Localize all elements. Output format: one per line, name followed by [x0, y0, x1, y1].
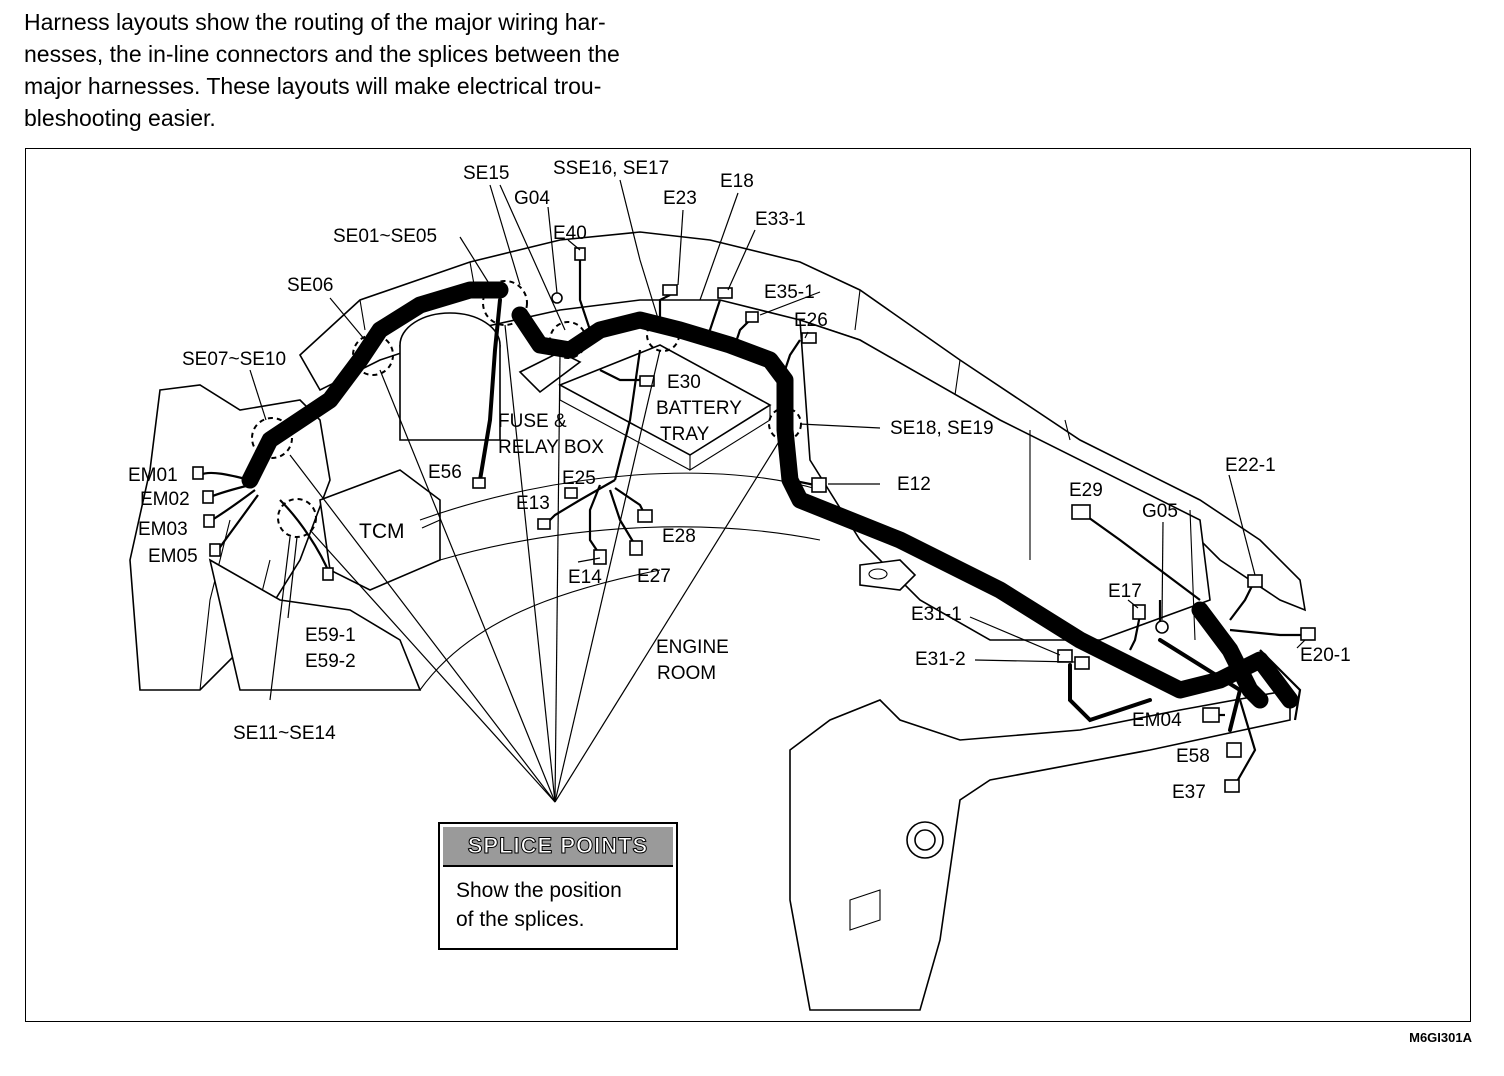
intro-paragraph: Harness layouts show the routing of the … — [24, 6, 724, 134]
connector-em01 — [192, 466, 204, 480]
label-e13: E13 — [516, 493, 550, 514]
intro-line-2: nesses, the in-line connectors and the s… — [24, 41, 620, 67]
connector-e59 — [322, 567, 334, 581]
label-se06: SE06 — [287, 275, 333, 296]
label-e29: E29 — [1069, 480, 1103, 501]
label-e18: E18 — [720, 171, 754, 192]
label-g04: G04 — [514, 188, 550, 209]
label-e17: E17 — [1108, 581, 1142, 602]
connector-e13 — [537, 518, 551, 530]
connector-e23 — [662, 284, 678, 296]
label-e23: E23 — [663, 188, 697, 209]
intro-line-4: bleshooting easier. — [24, 105, 216, 131]
connector-e58 — [1226, 742, 1242, 758]
callout-labels: SE15 SSE16, SE17 G04 E23 E18 SE01~SE05 E… — [128, 158, 1351, 803]
connector-e17 — [1132, 604, 1146, 620]
leader-lines — [249, 179, 1306, 803]
connector-e29 — [1071, 504, 1091, 520]
connector-em04 — [1202, 707, 1220, 723]
legend-line-1: Show the position — [456, 879, 622, 902]
label-em03: EM03 — [138, 519, 188, 540]
label-se11-se14: SE11~SE14 — [233, 723, 336, 744]
label-em04: EM04 — [1132, 710, 1182, 731]
splice-sse16-se17 — [646, 318, 680, 352]
connector-e20-1 — [1300, 627, 1316, 641]
legend-title: SPLICE POINTS — [443, 827, 673, 867]
label-se07-se10: SE07~SE10 — [182, 349, 286, 370]
splice-markers — [251, 280, 802, 538]
connector-e22-1 — [1247, 574, 1263, 588]
splice-se01-se05 — [482, 280, 528, 326]
connector-e56 — [472, 477, 486, 489]
legend-line-2: of the splices. — [456, 908, 585, 931]
label-e58: E58 — [1176, 746, 1210, 767]
label-e28: E28 — [662, 526, 696, 547]
intro-line-1: Harness layouts show the routing of the … — [24, 9, 606, 35]
splice-se06 — [352, 334, 394, 376]
connector-e40 — [574, 247, 586, 261]
connector-e27 — [629, 540, 643, 556]
connector-e25 — [564, 487, 578, 499]
label-fuse: FUSE & — [498, 411, 567, 432]
connector-em03 — [203, 514, 215, 528]
label-tcm: TCM — [359, 520, 405, 543]
connector-e14 — [593, 549, 607, 565]
label-se18-se19: SE18, SE19 — [890, 418, 994, 439]
label-e12: E12 — [897, 474, 931, 495]
splice-points-legend: SPLICE POINTS Show the position of the s… — [438, 822, 678, 950]
figure-code: M6GI301A — [1409, 1030, 1472, 1045]
connector-e31-2 — [1074, 656, 1090, 670]
main-harness — [241, 281, 1299, 732]
splice-g04-area — [549, 321, 587, 359]
label-e33-1: E33-1 — [755, 209, 806, 230]
label-e37: E37 — [1172, 782, 1206, 803]
label-e59-2: E59-2 — [305, 651, 356, 672]
connector-e30 — [639, 375, 655, 387]
label-e25: E25 — [562, 468, 596, 489]
label-e30: E30 — [667, 372, 701, 393]
label-e31-1: E31-1 — [911, 604, 962, 625]
intro-line-3: major harnesses. These layouts will make… — [24, 73, 602, 99]
label-em02: EM02 — [140, 489, 190, 510]
connector-e26 — [801, 332, 817, 344]
connectors — [192, 247, 1316, 793]
label-em01: EM01 — [128, 465, 178, 486]
connector-e37 — [1224, 779, 1240, 793]
connector-em05 — [209, 543, 221, 557]
connector-e33-1 — [717, 287, 733, 299]
label-e20-1: E20-1 — [1300, 645, 1351, 666]
connector-e28 — [637, 509, 653, 523]
label-tray: TRAY — [660, 424, 710, 445]
connector-em02 — [202, 490, 214, 504]
label-engine: ENGINE — [656, 637, 729, 658]
label-e27: E27 — [637, 566, 671, 587]
label-battery: BATTERY — [656, 398, 742, 419]
connector-e12 — [811, 477, 827, 493]
label-e31-2: E31-2 — [915, 649, 966, 670]
label-em05: EM05 — [148, 546, 198, 567]
label-e14: E14 — [568, 567, 602, 588]
label-room: ROOM — [657, 663, 716, 684]
label-e26: E26 — [794, 310, 828, 331]
label-relay-box: RELAY BOX — [498, 437, 604, 458]
label-e40: E40 — [553, 223, 587, 244]
ground-g05 — [1155, 620, 1169, 634]
splice-se07-se10 — [251, 417, 293, 459]
label-g05: G05 — [1142, 501, 1178, 522]
label-se01-se05: SE01~SE05 — [333, 226, 437, 247]
label-sse16-se17: SSE16, SE17 — [553, 158, 669, 179]
connector-e35-1 — [745, 311, 759, 323]
ground-g04 — [551, 292, 563, 304]
label-e56: E56 — [428, 462, 462, 483]
label-e22-1: E22-1 — [1225, 455, 1276, 476]
label-e35-1: E35-1 — [764, 282, 815, 303]
vehicle-body — [129, 231, 1307, 1011]
label-e59-1: E59-1 — [305, 625, 356, 646]
legend-description: Show the position of the splices. — [440, 870, 676, 934]
diagram-frame — [25, 148, 1471, 1022]
label-se15: SE15 — [463, 163, 509, 184]
connector-e31-1 — [1057, 649, 1073, 663]
